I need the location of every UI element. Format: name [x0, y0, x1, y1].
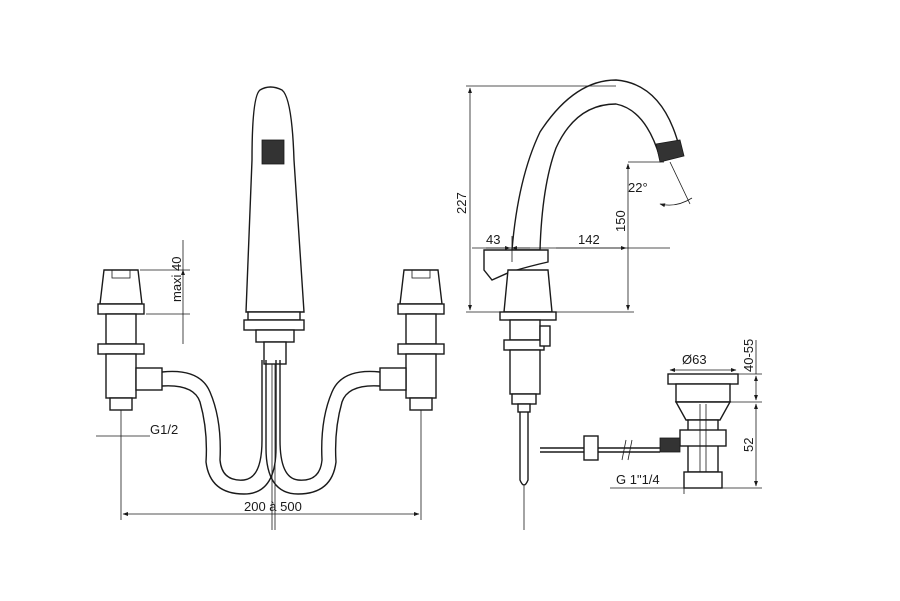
drain-diameter-label: Ø63: [682, 352, 707, 367]
dimension-horizontal: 43 142: [472, 232, 670, 262]
spread-label: 200 à 500: [244, 499, 302, 514]
dimension-drain-range: 40-55: [730, 339, 762, 403]
clamp-icon: [583, 435, 599, 461]
dimension-drain-diameter: Ø63: [669, 352, 737, 372]
dimension-height-total: 227: [454, 85, 616, 313]
valve-right: [397, 269, 445, 411]
drain-assembly: [540, 373, 739, 489]
drain-depth-label: 52: [741, 438, 756, 452]
dimension-spout-height: 150: [556, 161, 664, 313]
valve-left: [97, 269, 145, 436]
angle-label: 22°: [628, 180, 648, 195]
reach-label: 142: [578, 232, 600, 247]
height-total-label: 227: [454, 192, 469, 214]
drain-thread-label: G 1"1/4: [616, 472, 660, 487]
dimension-drain-thread: G 1"1/4: [610, 472, 685, 494]
aerator-icon: [261, 139, 285, 165]
dimension-angle: 22°: [628, 161, 693, 208]
offset-label: 43: [486, 232, 500, 247]
maxi-label: maxi 40: [169, 256, 184, 302]
pop-up-rod-joint-icon: [659, 437, 681, 453]
spout-side: [483, 79, 685, 530]
front-view: maxi 40 G1/2 200 à 500: [96, 86, 445, 530]
thread-left-label: G1/2: [150, 422, 178, 437]
dimension-thread-left: G1/2: [96, 422, 178, 437]
dimension-spread: 200 à 500: [120, 410, 422, 520]
hoses: [135, 360, 407, 495]
spout-height-label: 150: [613, 210, 628, 232]
drain-range-label: 40-55: [741, 339, 756, 372]
dimension-drain-depth: 52: [722, 403, 762, 489]
side-view: 227 43 142 150 22°: [454, 79, 762, 530]
spout-front: [243, 86, 305, 530]
dimension-maxi: maxi 40: [140, 240, 190, 344]
